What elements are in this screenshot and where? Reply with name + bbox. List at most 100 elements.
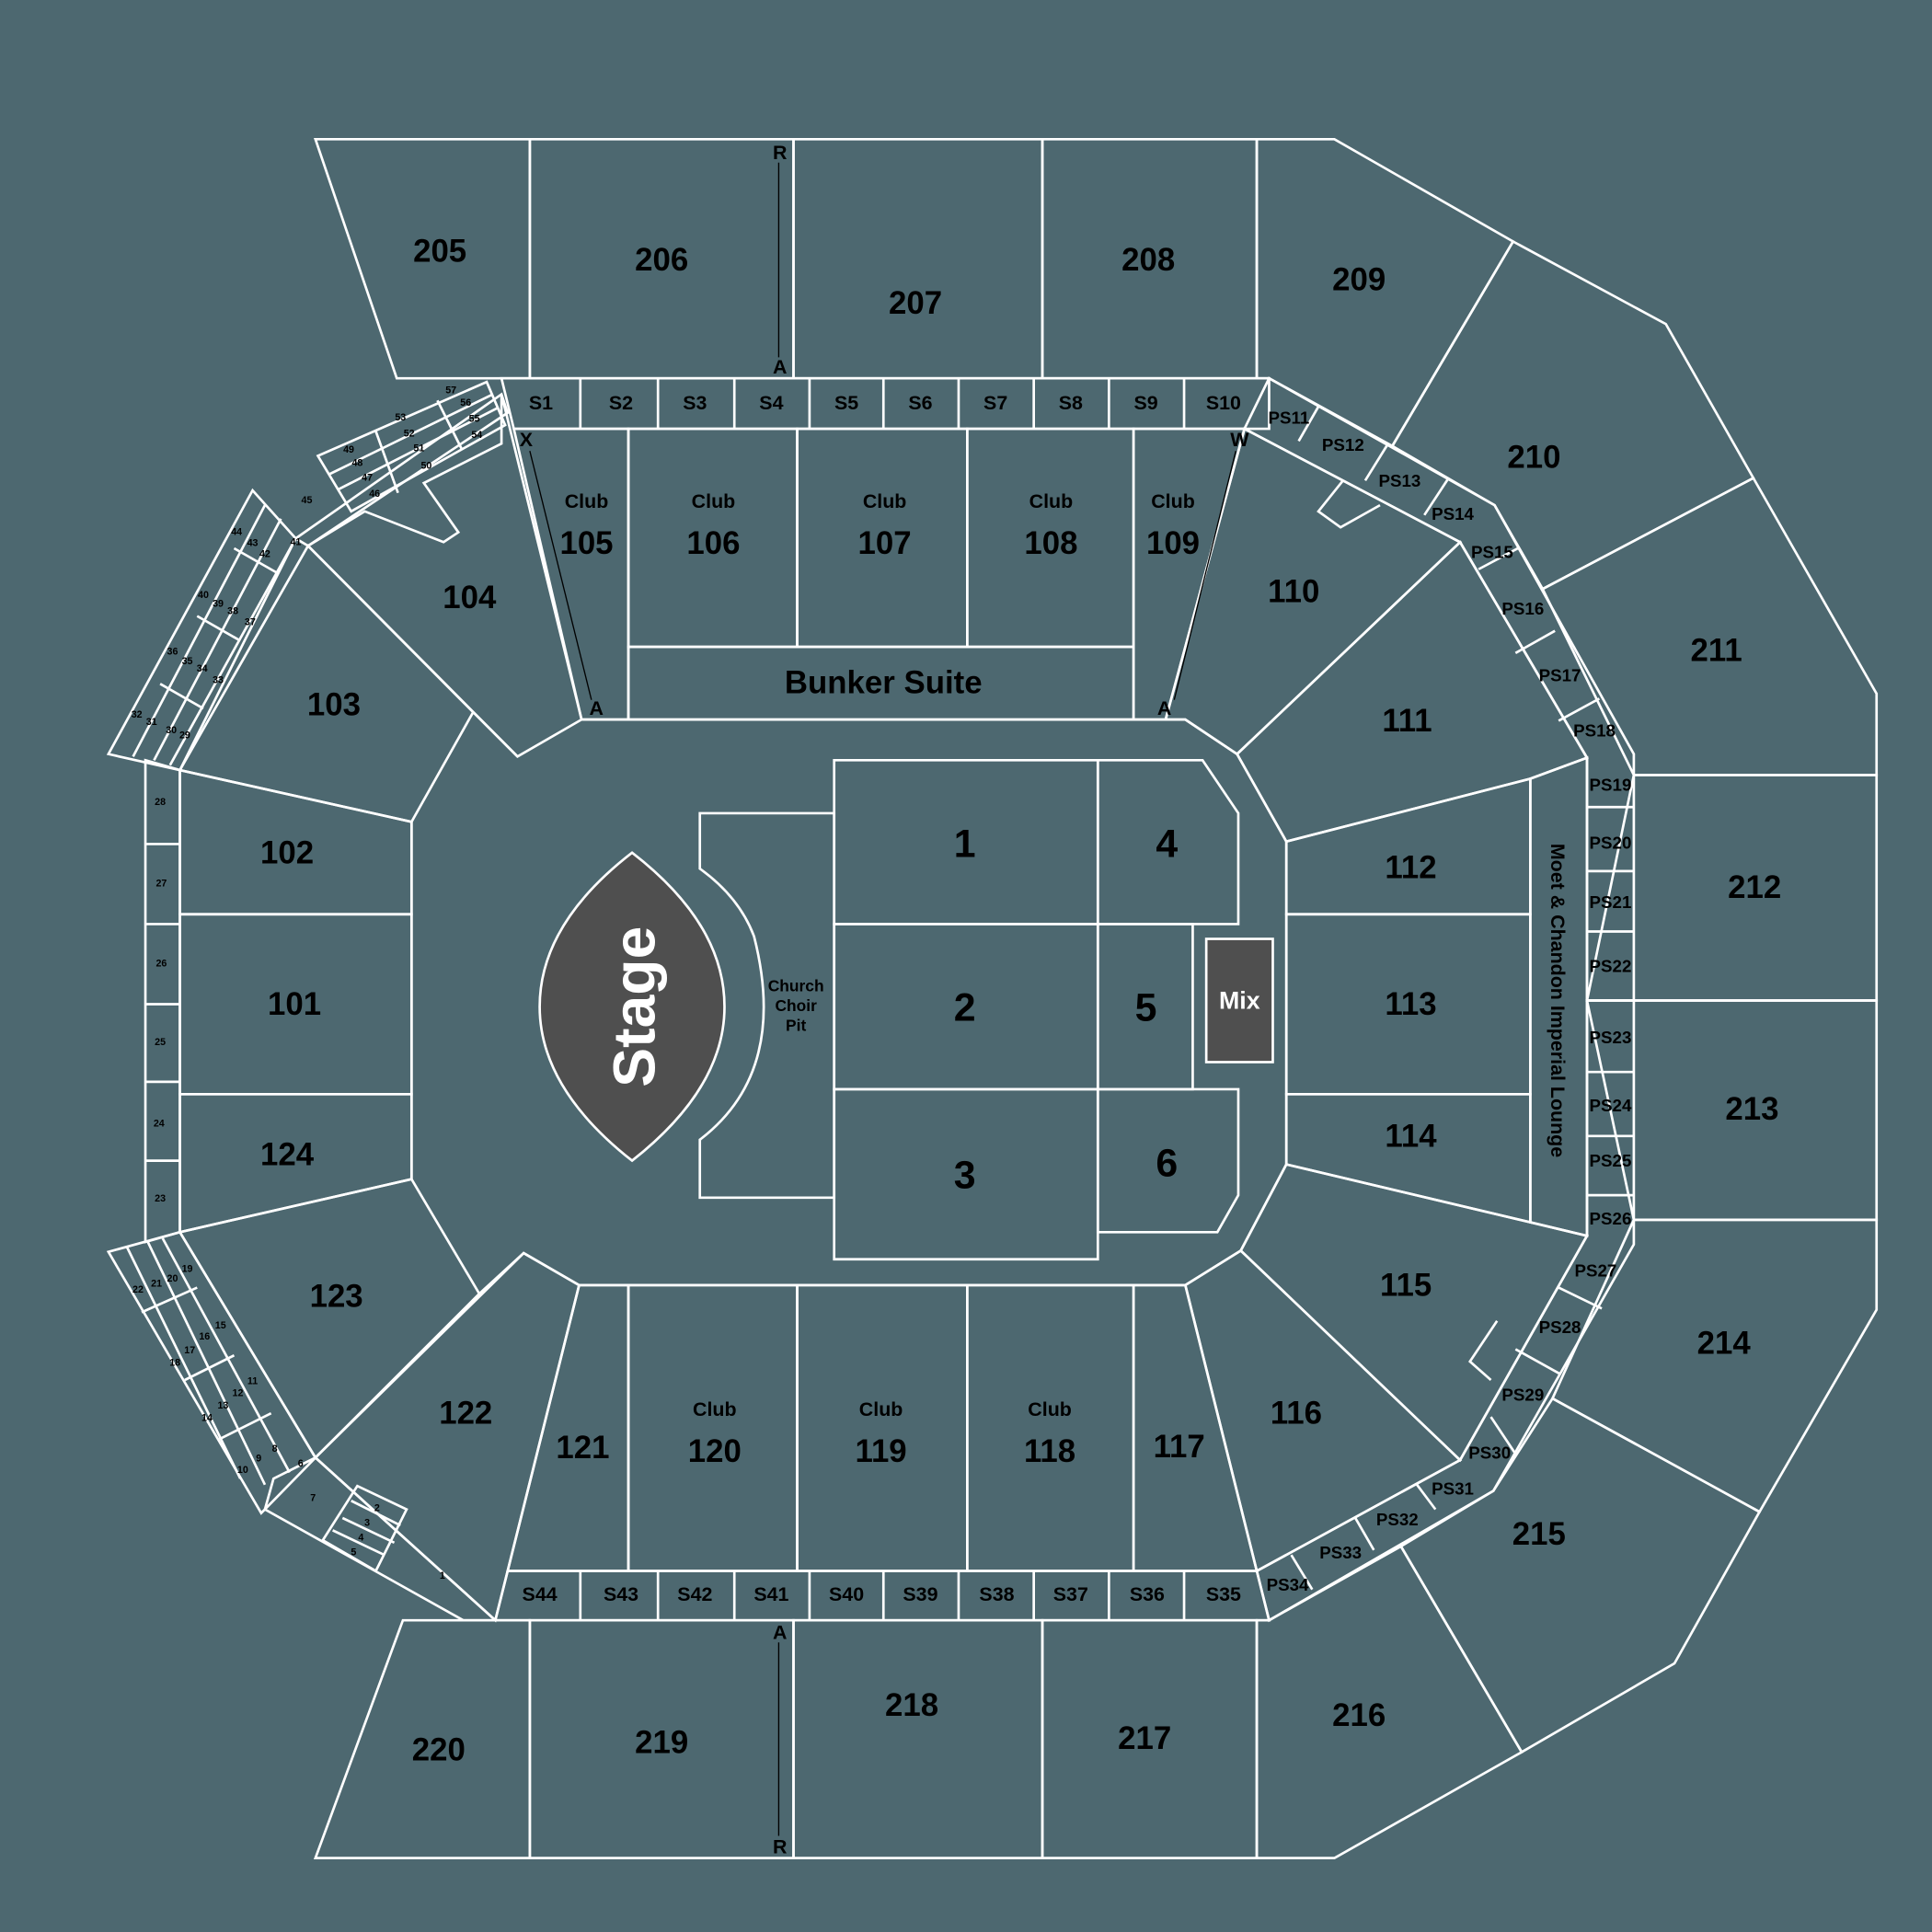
label-111: 111 [1382,703,1432,739]
suite-label: S9 [1133,392,1157,414]
label-120: 120 [688,1433,742,1469]
box-label: 56 [460,397,471,408]
ps-label: PS29 [1501,1386,1544,1405]
suite-label: S5 [834,392,858,414]
aisle-marker: A [773,1622,787,1644]
club-word: Club [692,490,736,512]
label-108: 108 [1024,525,1077,561]
suite-label: S44 [523,1583,558,1605]
label-205: 205 [413,234,466,270]
floor-3[interactable] [833,1087,1099,1261]
label-211: 211 [1691,633,1742,669]
aisle-marker: A [773,356,787,378]
section-104[interactable] [305,394,583,758]
suite-label: S2 [609,392,633,414]
label-213: 213 [1725,1091,1778,1127]
section-214[interactable] [1550,1218,1879,1514]
suite-label: S37 [1053,1583,1088,1605]
suite-label: S3 [683,392,707,414]
suite-label: S42 [677,1583,712,1605]
club-word: Club [859,1398,903,1420]
ps-label: PS18 [1573,721,1616,741]
label-207: 207 [889,285,942,321]
box-label: 9 [256,1454,261,1465]
box-label: 36 [167,646,178,657]
box-label: 53 [395,412,406,423]
label-210: 210 [1507,439,1560,475]
lounge-label: Moet & Chandon Imperial Lounge [1547,844,1569,1157]
box-label: 48 [351,458,362,469]
suite-label: S38 [979,1583,1014,1605]
box-label: 14 [201,1413,213,1424]
label-209: 209 [1332,262,1386,298]
box-label: 8 [272,1443,278,1455]
ps-label: PS21 [1590,892,1632,912]
box-label: 2 [374,1502,380,1513]
club-word: Club [565,490,609,512]
label-217: 217 [1118,1720,1171,1756]
ps-label: PS31 [1432,1478,1474,1498]
floor-6-label: 6 [1156,1141,1178,1185]
box-label: 25 [155,1037,166,1048]
box-label: 27 [155,878,167,889]
box-label: 13 [217,1400,228,1411]
label-109: 109 [1146,525,1200,561]
ps-label: PS16 [1501,599,1544,618]
box-label: 16 [199,1331,210,1342]
suites-top [500,376,1271,431]
aisle-marker: W [1230,429,1249,451]
label-117: 117 [1154,1429,1205,1465]
box-label: 51 [413,443,424,454]
box-label: 39 [213,598,224,609]
club-word: Club [1151,490,1195,512]
box-label: 31 [146,717,157,728]
suite-label: S4 [759,392,783,414]
mix-label: Mix [1219,987,1260,1015]
club-word: Club [693,1398,737,1420]
box-label: 47 [362,473,373,484]
mix-position [1204,937,1274,1064]
ps-label: PS12 [1322,435,1364,454]
left-boxes [106,380,510,1622]
ps-label: PS20 [1590,834,1632,853]
ps-label: PS30 [1468,1443,1511,1463]
label-206: 206 [635,242,688,278]
choir-pit[interactable] [698,811,836,1200]
labels: Stage Church Choir Pit Mix 1 2 3 4 5 6 B… [132,142,1781,1858]
box-label: 26 [155,958,167,969]
box-label: 41 [290,536,301,547]
box-label: 57 [445,385,456,397]
suite-label: S1 [529,392,553,414]
box-label: 34 [197,663,208,674]
box-label: 18 [169,1357,180,1368]
label-115: 115 [1380,1267,1432,1303]
box-label: 20 [167,1273,178,1284]
box-label: 50 [420,460,431,471]
floor-4[interactable] [1096,758,1240,926]
suite-label: S40 [829,1583,864,1605]
label-119: 119 [856,1433,907,1469]
choir-pit-label: Pit [786,1016,806,1034]
stage [538,851,726,1163]
label-214: 214 [1697,1325,1752,1361]
box-label: 44 [231,527,242,538]
box-label: 33 [213,674,224,685]
label-107: 107 [858,525,912,561]
ps-label: PS33 [1319,1543,1362,1562]
suite-label: S41 [753,1583,788,1605]
box-label: 7 [310,1493,316,1504]
label-103: 103 [307,687,361,723]
box-label: 17 [184,1345,195,1356]
label-116: 116 [1271,1396,1322,1432]
floor-6[interactable] [1096,1087,1240,1234]
label-123: 123 [310,1278,363,1314]
stage-label: Stage [602,926,668,1087]
club-word: Club [1028,1398,1072,1420]
label-220: 220 [412,1731,466,1767]
label-121: 121 [556,1430,609,1466]
label-102: 102 [260,834,314,870]
box-label: 4 [358,1532,363,1543]
box-label: 15 [215,1320,226,1331]
label-122: 122 [439,1396,492,1432]
box-label: 3 [364,1517,370,1528]
